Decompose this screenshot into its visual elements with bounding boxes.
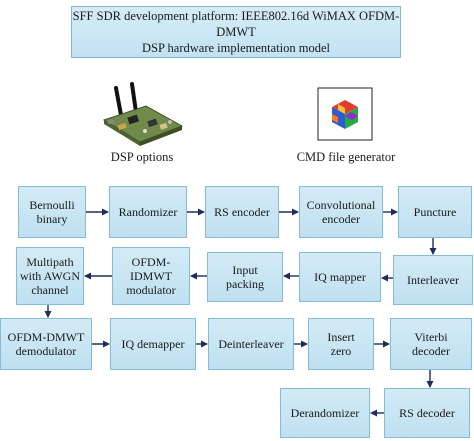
block-randomizer: Randomizer bbox=[109, 186, 187, 238]
cmd-generator-caption: CMD file generator bbox=[296, 150, 396, 164]
block-deinterleaver: Deinterleaver bbox=[208, 318, 294, 370]
block-multipath-awgn-channel: Multipath with AWGN channel bbox=[16, 247, 84, 305]
title-line-2: DSP hardware implementation model bbox=[141, 41, 331, 55]
block-rs-encoder: RS encoder bbox=[205, 186, 279, 238]
title-line-1: SFF SDR development platform: IEEE802.16… bbox=[72, 9, 400, 39]
diagram-title-box: SFF SDR development platform: IEEE802.16… bbox=[71, 6, 401, 58]
block-convolutional-encoder: Convolutional encoder bbox=[299, 186, 383, 238]
block-puncture: Puncture bbox=[398, 186, 472, 238]
dsp-options-caption: DSP options bbox=[110, 150, 174, 164]
block-viterbi-decoder: Viterbi decoder bbox=[390, 318, 472, 370]
block-interleaver: Interleaver bbox=[393, 255, 473, 305]
block-rs-decoder: RS decoder bbox=[384, 388, 470, 438]
block-ofdm-dmwt-demodulator: OFDM-DMWT demodulator bbox=[0, 318, 92, 370]
block-derandomizer: Derandomizer bbox=[280, 388, 370, 438]
block-iq-mapper: IQ mapper bbox=[299, 252, 381, 302]
block-bernoulli-binary: Bernoulli binary bbox=[18, 186, 86, 238]
block-iq-demapper: IQ demapper bbox=[110, 318, 196, 370]
block-input-packing: Input packing bbox=[207, 252, 283, 302]
block-insert-zero: Insert zero bbox=[308, 318, 374, 370]
block-ofdm-idmwt-modulator: OFDM- IDMWT modulator bbox=[112, 247, 190, 305]
